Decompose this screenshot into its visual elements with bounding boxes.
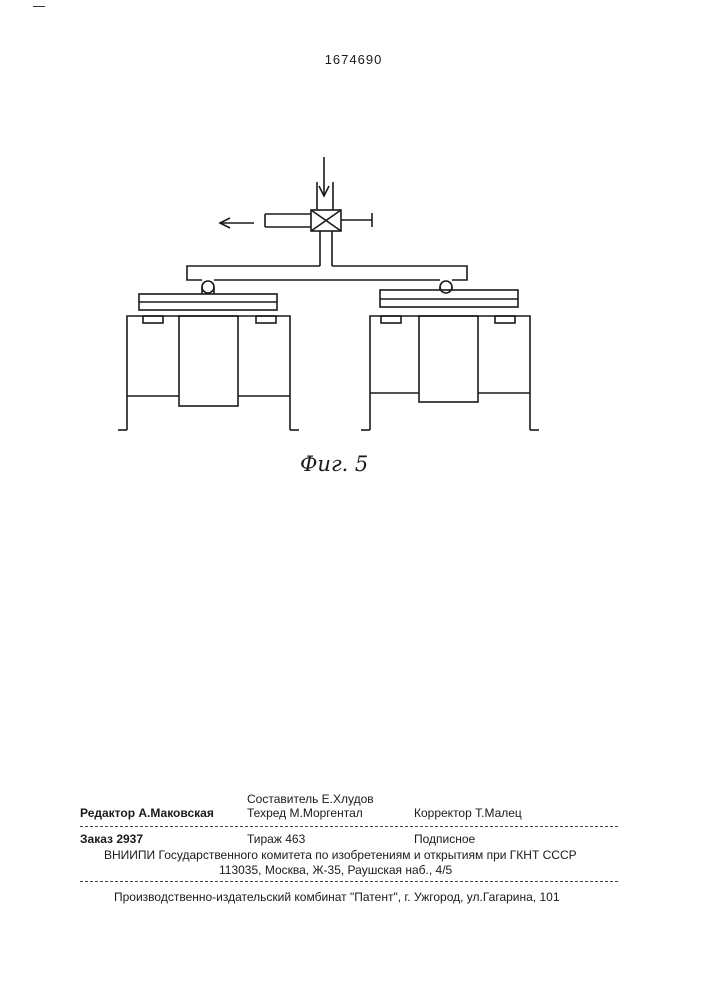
- address-line: 113035, Москва, Ж-35, Раушская наб., 4/5: [219, 863, 452, 877]
- organization-line: ВНИИПИ Государственного комитета по изоб…: [104, 848, 577, 862]
- corrector-credit: Корректор Т.Малец: [414, 806, 522, 820]
- subscription-note: Подписное: [414, 832, 475, 846]
- publisher-line: Производственно-издательский комбинат "П…: [114, 890, 560, 904]
- editor-credit: Редактор А.Маковская: [80, 806, 214, 820]
- techred-credit: Техред М.Моргентал: [247, 806, 363, 820]
- order-number: Заказ 2937: [80, 832, 143, 846]
- circulation: Тираж 463: [247, 832, 305, 846]
- imprint-rule-top: [80, 826, 618, 827]
- imprint-rule-bottom: [80, 881, 618, 882]
- composer-credit: Составитель Е.Хлудов: [247, 792, 374, 806]
